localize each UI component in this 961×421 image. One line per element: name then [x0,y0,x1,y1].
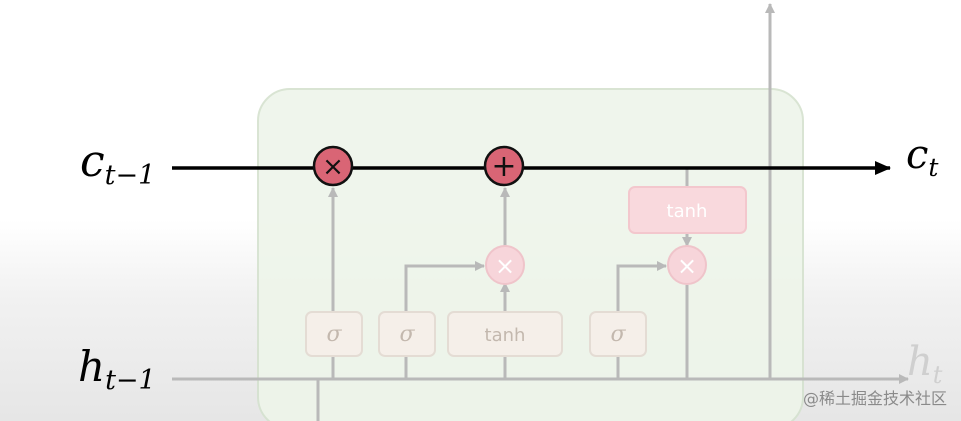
output-multiply-icon: × [677,252,697,280]
input-multiply-icon: × [495,252,515,280]
cell-tanh-box: tanh [628,186,747,234]
input-gate-label: σ [399,322,415,347]
output-gate: σ [589,311,647,357]
forget-gate-label: σ [326,322,342,347]
cell-add-icon: + [491,149,516,184]
candidate-gate: tanh [447,311,563,357]
h-output-line [685,285,909,384]
forget-multiply-icon: × [322,152,344,182]
h-prev-base: h [78,342,105,391]
cell-tanh-label: tanh [667,201,708,222]
h-prev-label: ht−1 [78,342,156,396]
c-prev-label: ct−1 [80,136,155,191]
input-gate: σ [378,311,436,357]
candidate-gate-label: tanh [485,325,526,346]
input-multiply-operator: × [485,245,525,285]
forget-multiply-operator: × [312,145,354,187]
c-prev-base: c [80,136,105,187]
c-next-base: c [906,132,928,178]
h-next-label: ht [907,339,943,389]
h-prev-sub: t−1 [105,365,156,396]
watermark: @稀土掘金技术社区 [803,389,947,408]
c-next-sub: t [928,153,939,182]
h-next-sub: t [933,361,943,389]
forget-gate: σ [305,311,363,357]
c-next-label: ct [906,132,939,182]
output-multiply-operator: × [667,245,707,285]
h-next-base: h [907,339,933,385]
output-gate-label: σ [610,322,626,347]
cell-add-operator: + [483,145,525,187]
c-prev-sub: t−1 [105,160,156,191]
lstm-cell-box [257,88,804,421]
